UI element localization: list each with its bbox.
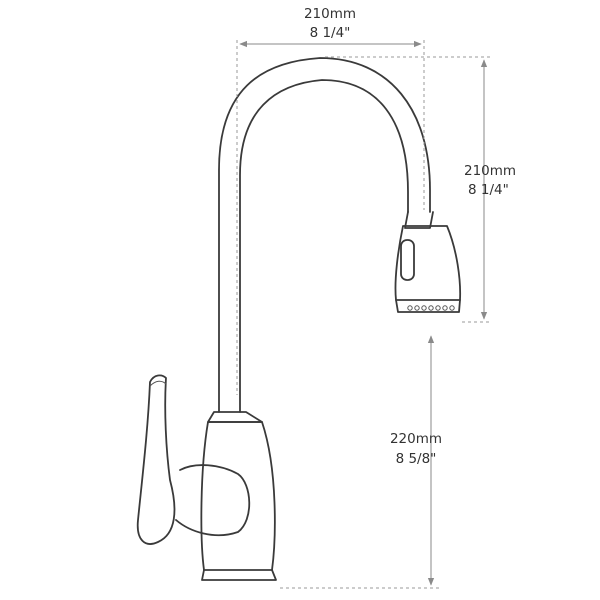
dimension-labels: 210mm 8 1/4" 210mm 8 1/4" 220mm 8 5/8"	[304, 6, 516, 467]
spout-height-imperial-label: 8 5/8"	[396, 451, 437, 467]
spout-arc-inner	[239, 79, 409, 413]
sprayer-head	[394, 211, 462, 313]
drop-imperial-label: 8 1/4"	[468, 182, 509, 198]
sprayer-nozzles	[407, 305, 455, 311]
spout-arc	[218, 57, 431, 413]
spout-height-metric-label: 220mm	[390, 431, 442, 447]
drop-metric-label: 210mm	[464, 163, 516, 179]
body-base	[201, 569, 277, 581]
width-imperial-label: 8 1/4"	[310, 25, 351, 41]
handle-hub	[175, 464, 251, 537]
lever-handle	[136, 374, 176, 545]
faucet-drawing	[136, 57, 462, 581]
width-metric-label: 210mm	[304, 6, 356, 22]
collar	[207, 411, 263, 423]
dimension-lines	[236, 40, 492, 589]
faucet-body	[200, 421, 276, 571]
